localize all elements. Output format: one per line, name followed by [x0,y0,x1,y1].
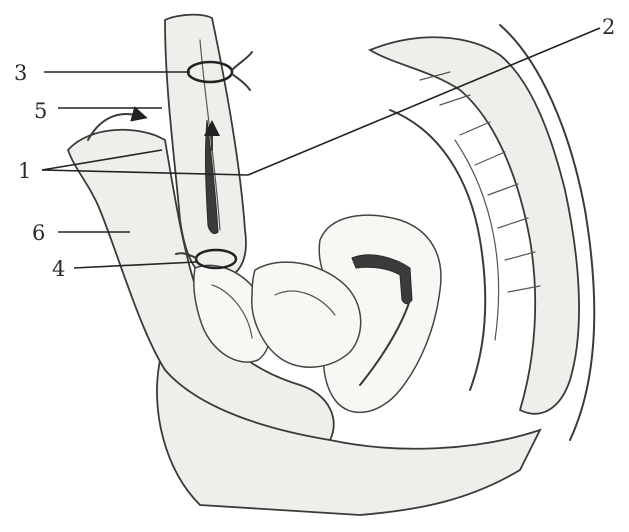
label-5: 5 [34,99,47,123]
mid-contour [455,140,499,340]
label-3: 3 [14,61,27,85]
label-4: 4 [52,257,65,281]
label-2: 2 [602,15,615,39]
label-1: 1 [18,159,31,183]
label-6: 6 [32,221,45,245]
